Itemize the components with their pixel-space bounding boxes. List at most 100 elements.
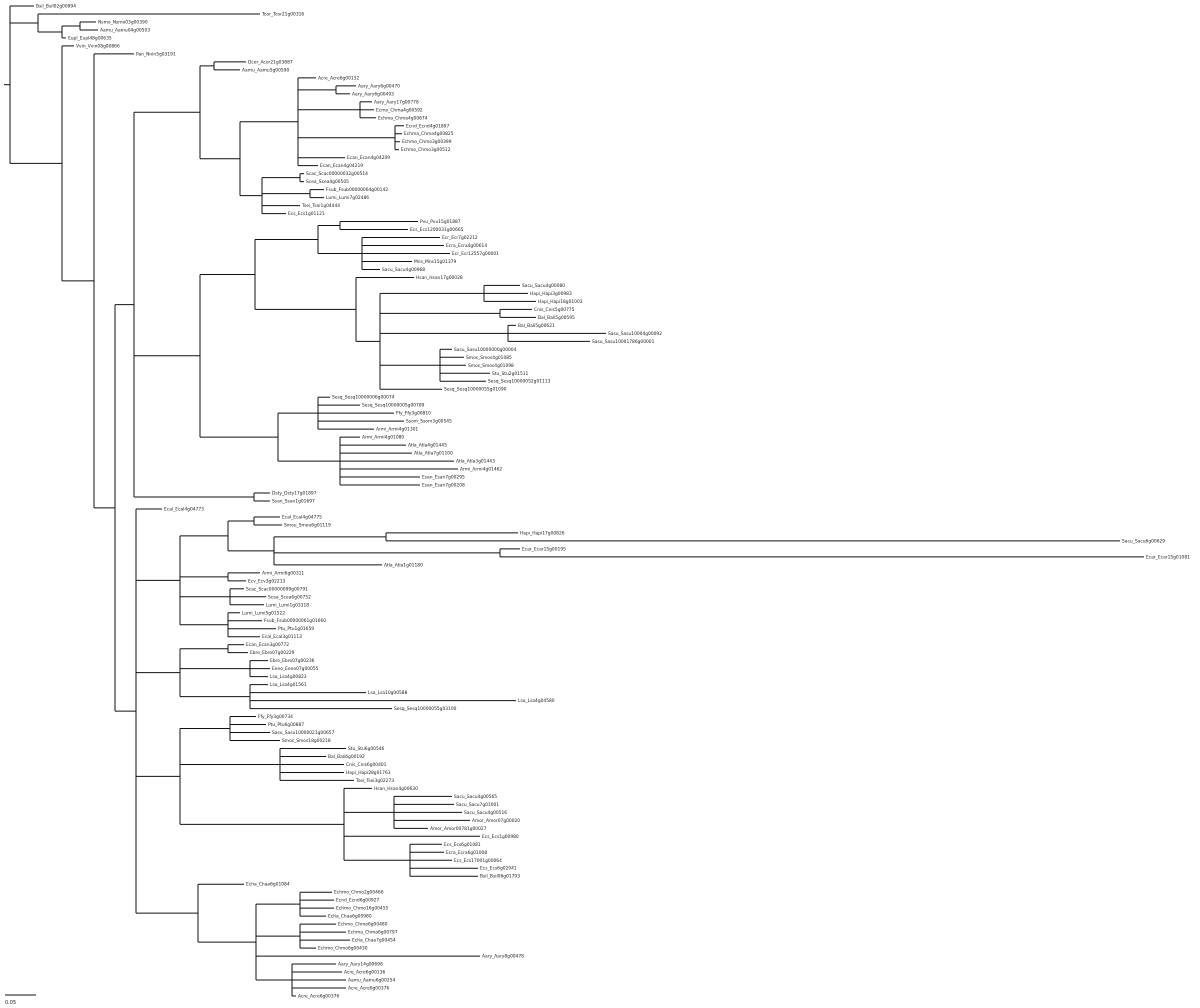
leaf-label: Ecan_Ecan4g04209 — [347, 155, 390, 161]
leaf-label: Atla_Atla3g01443 — [456, 459, 495, 465]
leaf-label: Aamu_Aamu6g00254 — [348, 978, 395, 984]
leaf-label: Amor_Amor00781g00027 — [430, 826, 487, 832]
leaf-label: Aary_Aary6g00470 — [358, 83, 400, 89]
leaf-label: Ecs_Ecs6g01081 — [444, 842, 481, 848]
leaf-label: Eeno_Eeno07g00055 — [272, 666, 319, 672]
leaf-label: Esan_Esan7g00208 — [422, 483, 465, 489]
leaf-label: Armi_Armi4g01080 — [362, 435, 404, 441]
leaf-label: Aamu_Aamu04g00503 — [100, 27, 150, 33]
leaf-label: Cnis_Cnis6g00401 — [346, 762, 387, 768]
leaf-label: Nsmo_Nsmo03g00390 — [98, 19, 148, 25]
leaf-label: Sesq_Sesq10000052g01113 — [488, 379, 551, 385]
leaf-label: Pan_Nnin5g03191 — [136, 51, 176, 57]
leaf-label: Aary_Aary6g00493 — [352, 91, 394, 97]
leaf-label: Sacu_Sacu4g00516 — [464, 810, 507, 816]
leaf-label: Bal_Bali5g00621 — [518, 323, 555, 329]
leaf-label: Echma_Chma4g00825 — [404, 131, 454, 137]
leaf-label: Echma_Chma6g00797 — [348, 930, 398, 936]
leaf-label: Tsei_Tsei1g04444 — [301, 203, 340, 209]
leaf-label: Smos_Smos18g00218 — [282, 738, 331, 744]
leaf-label: Echa_Chaa6g00980 — [328, 914, 372, 920]
leaf-label: Hapi_Hapi3g00983 — [530, 291, 572, 297]
leaf-label: Ecv_Ecv3g02213 — [248, 578, 286, 584]
leaf-label: Ecs_Ecs6g02041 — [480, 866, 517, 872]
leaf-label: Smos_Smos4g01098 — [468, 363, 514, 369]
leaf-label: Acre_Acre6g00376 — [348, 986, 389, 992]
leaf-label: Lumi_Lumi7g02486 — [326, 195, 369, 201]
leaf-label: Aary_Aary8g00478 — [482, 954, 524, 960]
leaf-label: Acre_Acre6g00376 — [298, 993, 339, 999]
leaf-label: Sacu_Sacu4g00565 — [454, 794, 497, 800]
leaf-label: Ecnd_Ecnd6g00927 — [336, 898, 379, 904]
leaf-label: Sasu_Sasu10001786g00001 — [592, 339, 655, 345]
leaf-label: Echmo_Chmo3g00399 — [402, 139, 452, 145]
leaf-label: Bsil_Bsil06g01793 — [480, 874, 520, 880]
leaf-label: Ecal_Ecal4g04773 — [164, 506, 204, 512]
leaf-label: Aamu_Aamu5g00590 — [242, 67, 289, 73]
leaf-label: Atla_Atla7g01100 — [414, 451, 453, 457]
leaf-label: Armi_Armi4g01301 — [376, 427, 418, 433]
leaf-label: Ptu_Ptu6g00887 — [268, 722, 304, 728]
leaf-label: Hsan_Hsan17g00028 — [416, 275, 463, 281]
leaf-label: Sacu_Sacu4g00968 — [382, 267, 425, 273]
leaf-label: Ptu_Ptu1g01659 — [278, 626, 314, 632]
leaf-label: Echmo_Chmo2g00466 — [334, 890, 384, 896]
leaf-label: Echmo_Chmo6g00430 — [318, 946, 368, 952]
leaf-label: Echa_Chaa7g00454 — [352, 938, 396, 944]
leaf-label: Lsa_Lsa10g00588 — [368, 690, 408, 696]
leaf-label: Ecs_Ecs1g00980 — [482, 834, 519, 840]
leaf-label: Pvu_Pvu15g01887 — [420, 219, 461, 225]
leaf-label: Ecar_Ecar15g00195 — [522, 546, 566, 552]
leaf-label: Vvin_Vvin08g00866 — [76, 43, 120, 49]
leaf-label: Ecs_Ecs1g01121 — [288, 211, 325, 217]
leaf-label: Ecs_Ecs1200031g00665 — [410, 227, 464, 233]
leaf-label: Acre_Acre6g00132 — [318, 75, 359, 81]
leaf-label: Ecra_Ecra6g01008 — [446, 850, 487, 856]
scale-bar-label: 0.05 — [5, 1000, 16, 1006]
leaf-label: Bal_Bali5g00595 — [538, 315, 575, 321]
leaf-label: Aary_Aary14g00698 — [338, 962, 383, 968]
leaf-label: Scea_Scea4g00505 — [306, 179, 349, 185]
scale-bar: 0.05 — [5, 994, 36, 1006]
leaf-label: Armi_Armi4g01462 — [460, 467, 502, 473]
leaf-label: Sesq_Sesq10000055g03100 — [394, 706, 457, 712]
leaf-label: Ebro_Ebro07g00229 — [250, 650, 295, 656]
leaf-label: Fsub_Fsub00000064g00142 — [326, 187, 388, 193]
leaf-label: Sacu_Sacu7g01001 — [456, 802, 499, 808]
leaf-label: Ecnd_Ecnd4g01897 — [406, 123, 449, 129]
leaf-label: Scea_Scea6g00752 — [268, 594, 311, 600]
leaf-label: Ecs_Ecs17001g00064 — [454, 858, 502, 864]
leaf-label: Smos_Smos4g01085 — [466, 355, 512, 361]
leaf-label: Tcor_Tcor21g00316 — [261, 11, 304, 17]
leaf-label: Ecar_Ecar15g01081 — [1146, 554, 1190, 560]
leaf-label: Sacu_Sacu6g00629 — [1122, 538, 1165, 544]
leaf-label: Lumi_Lumi1g03318 — [266, 602, 309, 608]
leaf-label: Hapi_Hapi17g00826 — [520, 530, 565, 536]
leaf-label: Hapi_Hapi28g01763 — [346, 770, 391, 776]
leaf-label: Ecan_Ecan3g00772 — [246, 642, 289, 648]
leaf-label: Mns_Mns15g01379 — [414, 259, 456, 265]
leaf-label: Ffy_Ffy3g00734 — [258, 714, 293, 720]
leaf-label: Echmo_Chmo3g00512 — [401, 147, 451, 153]
leaf-label: Ecra_Ecra4g00614 — [446, 243, 487, 249]
leaf-label: Lsa_Lsa4g01561 — [270, 682, 307, 688]
leaf-label: Amor_Amor07g00020 — [472, 818, 520, 824]
leaf-label: Ffy_Ffy3g00810 — [396, 411, 431, 417]
leaf-label: Ebro_Ebro07g00236 — [270, 658, 315, 664]
leaf-label: Bal_Bali6g00192 — [328, 754, 365, 760]
leaf-label: Cnis_Cnis5g00775 — [534, 307, 575, 313]
leaf-label: Lumi_Lumi5g01522 — [242, 610, 285, 616]
leaf-label: Sesq_Sesq10000055g01090 — [444, 387, 507, 393]
leaf-label: Scac_Scac00000032g00514 — [306, 171, 368, 177]
leaf-label: Echmo_Chmo16g00455 — [336, 906, 388, 912]
leaf-label: Smou_Smou6g01119 — [284, 522, 331, 528]
leaf-label: Ssan_Ssan1g01697 — [272, 498, 315, 504]
leaf-label: Acre_Acre6g00136 — [344, 970, 385, 976]
leaf-label: Dcor_Acor21g03887 — [248, 59, 293, 65]
leaf-label: Ssom_Ssom3g00545 — [406, 419, 452, 425]
leaf-label: Hsan_Hsan4g00630 — [374, 786, 418, 792]
leaf-label: Sasu_Sasu10004g00092 — [608, 331, 662, 337]
leaf-label: Atla_Atla1g01180 — [384, 562, 423, 568]
leaf-label: Sasu_Sasu10000000g00004 — [454, 347, 517, 353]
leaf-label: Lsa_Lsa4g00823 — [270, 674, 307, 680]
